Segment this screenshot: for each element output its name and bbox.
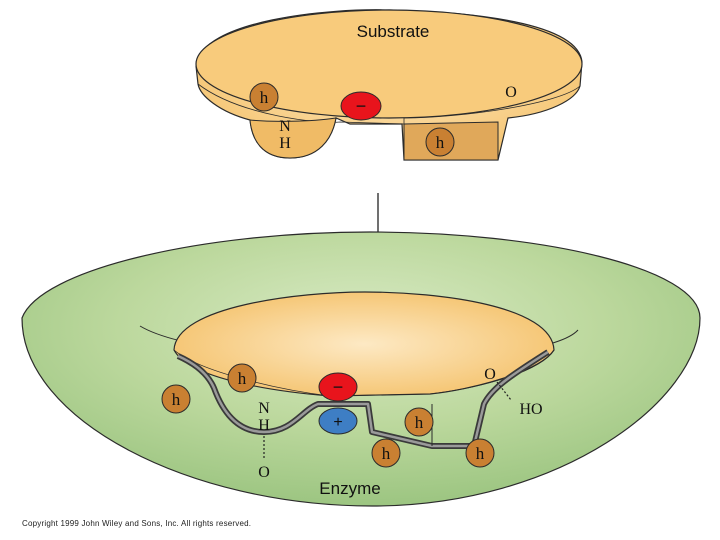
substrate-rim — [197, 83, 581, 125]
enzyme-title: Enzyme — [319, 479, 380, 498]
copyright-notice: Copyright 1999 John Wiley and Sons, Inc.… — [22, 519, 252, 528]
enzyme-o-top-label: O — [484, 366, 496, 383]
enzyme: h h h h h − + N H O O HO Enzyme — [21, 231, 701, 507]
enzyme-hydrophobic-label-5: h — [476, 444, 485, 463]
substrate-hydrophobic-label-left: h — [260, 88, 269, 107]
enzyme-hydrophobic-icon-1 — [227, 363, 257, 393]
enzyme-hydrophobic-label-4: h — [382, 444, 391, 463]
substrate-n-label: N — [279, 118, 291, 135]
enzyme-hydrophobic-icon-4 — [371, 438, 401, 468]
enzyme-positive-charge-icon — [318, 407, 358, 435]
bound-substrate-body — [173, 291, 555, 397]
substrate-negative-label: − — [356, 96, 367, 116]
enzyme-negative-label: − — [333, 377, 344, 397]
substrate-title: Substrate — [357, 22, 430, 41]
substrate-negative-charge-icon — [340, 91, 382, 121]
substrate-lobe-face — [249, 117, 337, 159]
enzyme-hydrophobic-label-1: h — [238, 369, 247, 388]
enzyme-hydrophobic-label-2: h — [172, 390, 181, 409]
enzyme-h-label: H — [258, 417, 270, 434]
enzyme-hydrophobic-icon-5 — [465, 438, 495, 468]
enzyme-positive-label: + — [333, 414, 342, 431]
enzyme-hydrophobic-label-3: h — [415, 413, 424, 432]
enzyme-o-bottom-label: O — [258, 464, 270, 481]
enzyme-ho-label: HO — [519, 401, 542, 418]
enzyme-n-label: N — [258, 400, 270, 417]
substrate: Substrate h − h N H O — [195, 9, 583, 161]
enzyme-hydrophobic-icon-3 — [404, 407, 434, 437]
binding-pocket-outline-inner — [177, 350, 549, 448]
substrate-hydrophobic-icon-left — [249, 82, 279, 112]
substrate-o-label: O — [505, 84, 517, 101]
substrate-hydrophobic-icon-right — [425, 127, 455, 157]
enzyme-hydrophobic-icon-2 — [161, 384, 191, 414]
substrate-h-label: H — [279, 135, 291, 152]
substrate-hydrophobic-label-right: h — [436, 133, 445, 152]
substrate-top-face — [195, 9, 583, 119]
enzyme-negative-charge-icon — [318, 372, 358, 402]
